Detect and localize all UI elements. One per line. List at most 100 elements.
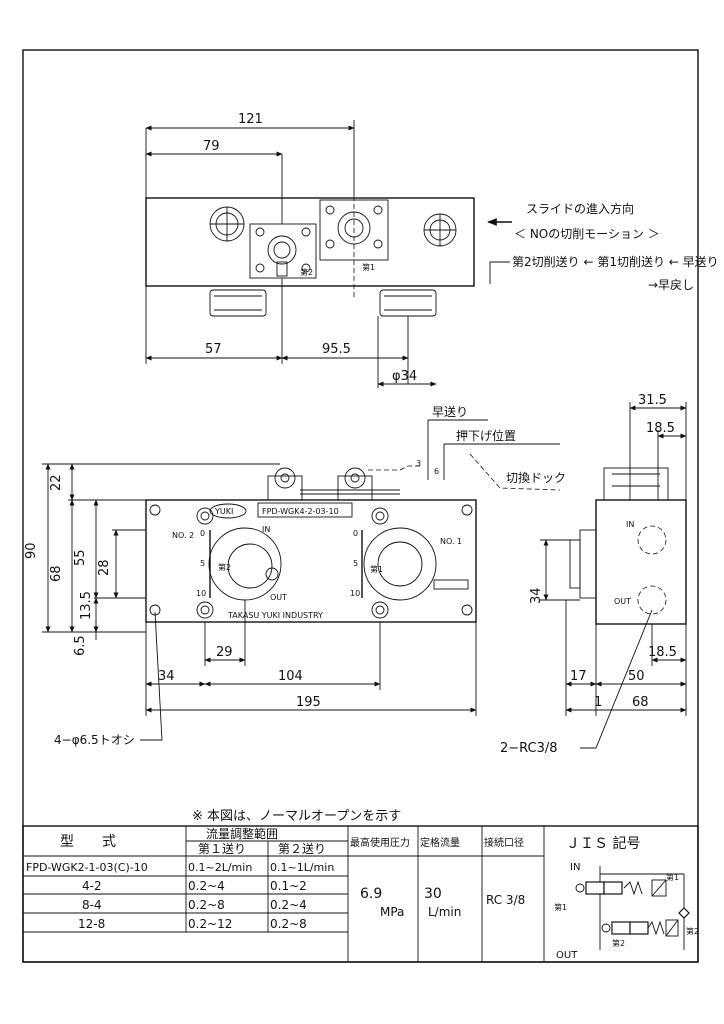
dial2-mark: 第2 (218, 562, 231, 572)
callout-dim-3: 3 (416, 459, 421, 468)
dial2-scale-10: 10 (196, 589, 206, 598)
dim-195: 195 (296, 695, 321, 710)
hdr-rated: 定格流量 (420, 836, 460, 849)
row4-feed1: 0.2~12 (188, 917, 232, 931)
side-dim-50: 50 (628, 669, 645, 684)
note-line3: 第2切削送り ← 第1切削送り ← 早送り (512, 254, 719, 269)
top-mark-no2: 第2 (300, 267, 313, 277)
side-dim-18-5b: 18.5 (648, 645, 677, 660)
side-out-label: OUT (614, 597, 631, 606)
note-line1: スライドの進入方向 (526, 201, 634, 216)
side-dim-34: 34 (529, 587, 544, 604)
callout-dim-6: 6 (434, 467, 439, 476)
row3-feed2: 0.2~4 (270, 898, 307, 912)
side-dim-1: 1 (594, 695, 602, 710)
jis-second-b: 第2 (686, 926, 699, 936)
dim-13-5: 13.5 (79, 591, 94, 620)
side-view: IN OUT 31.5 18.5 34 18.5 17 50 1 68 2−RC… (500, 393, 687, 756)
dim-95-5: 95.5 (322, 342, 351, 357)
side-body (595, 499, 687, 625)
side-dim-18-5a: 18.5 (646, 421, 675, 436)
dial1-mark: 第1 (370, 564, 383, 574)
dim-57: 57 (205, 342, 222, 357)
row1-feed1: 0.1~2L/min (188, 861, 252, 874)
port-note: 2−RC3/8 (500, 741, 558, 756)
hdr-port: 接続口径 (484, 836, 524, 849)
jis-out: OUT (556, 950, 578, 961)
dim-104: 104 (278, 669, 303, 684)
hdr-jis: ＪＩＳ 記号 (566, 835, 640, 852)
top-mark-no1: 第1 (362, 262, 375, 272)
jis-first-b: 第1 (554, 902, 567, 912)
dim-79: 79 (203, 139, 220, 154)
dim-34: 34 (158, 669, 175, 684)
dial2-scale-0: 0 (200, 529, 205, 538)
label-no1: NO. 1 (440, 537, 462, 546)
row4-model: 12-8 (78, 917, 105, 931)
row2-feed2: 0.1~2 (270, 879, 307, 893)
nameplate-text: FPD-WGK4-2-03-10 (262, 507, 339, 516)
front-view: FPD-WGK4-2-03-10 YUKI NO. 2 IN OUT 第2 0 … (24, 404, 566, 747)
hdr-feed1: 第１送り (198, 841, 246, 856)
dim-121: 121 (238, 112, 263, 127)
dim-28: 28 (97, 559, 112, 576)
callout-rapid: 早送り (432, 404, 468, 419)
side-dim-31-5: 31.5 (638, 393, 667, 408)
front-in-label: IN (262, 525, 270, 534)
spec-table: ※ 本図は、ノーマルオープンを示す 型 式 流量調整範囲 第１送り 第２送り 最… (22, 809, 699, 963)
pressure-unit: MPa (380, 905, 404, 919)
table-note: ※ 本図は、ノーマルオープンを示す (192, 809, 401, 824)
dim-6-5: 6.5 (73, 635, 88, 656)
hdr-feed2: 第２送り (278, 841, 326, 856)
jis-second-a: 第2 (612, 938, 625, 948)
rated-value: 30 (424, 886, 442, 902)
dim-22: 22 (49, 474, 64, 491)
jis-first-a: 第1 (666, 872, 679, 882)
dim-90: 90 (24, 542, 39, 559)
slide-direction-note: スライドの進入方向 ＜ NOの切削モーション ＞ 第2切削送り ← 第1切削送り… (487, 201, 719, 292)
row1-feed2: 0.1~1L/min (270, 861, 334, 874)
drawing-border (22, 49, 699, 963)
dial1-scale-0: 0 (353, 529, 358, 538)
side-in-label: IN (626, 520, 634, 529)
dim-68: 68 (49, 565, 64, 582)
top-view: 第2 第1 121 79 57 95.5 φ34 (145, 112, 475, 388)
hdr-model: 型 式 (60, 834, 116, 850)
nameplate (257, 502, 353, 518)
top-body (145, 197, 475, 287)
callout-dog: 切換ドック (506, 471, 566, 485)
top-knob-2 (209, 289, 267, 317)
hdr-pressure: 最高使用圧力 (350, 836, 410, 849)
row3-model: 8-4 (82, 898, 102, 912)
jis-symbol: IN OUT 第1 第1 第2 第2 (554, 862, 699, 961)
dim-55: 55 (73, 549, 88, 566)
callout-push-position: 押下げ位置 (456, 428, 516, 443)
side-dim-17: 17 (570, 669, 587, 684)
port-value: RC 3/8 (486, 893, 525, 907)
note-line2: ＜ NOの切削モーション ＞ (514, 227, 660, 241)
jis-in: IN (570, 862, 580, 873)
row2-model: 4-2 (82, 879, 102, 893)
front-body (145, 499, 477, 623)
row4-feed2: 0.2~8 (270, 917, 307, 931)
dim-29: 29 (216, 645, 233, 660)
row1-model: FPD-WGK2-1-03(C)-10 (26, 861, 148, 874)
dial-1 (363, 527, 437, 601)
pressure-value: 6.9 (360, 886, 382, 902)
hdr-flow: 流量調整範囲 (206, 826, 278, 841)
dial2-scale-5: 5 (200, 559, 205, 568)
top-knob-1 (379, 289, 437, 317)
maker-name: TAKASU YUKI INDUSTRY (227, 611, 323, 620)
rated-unit: L/min (428, 905, 461, 919)
dial1-scale-10: 10 (350, 589, 360, 598)
row2-feed1: 0.2~4 (188, 879, 225, 893)
front-out-label: OUT (270, 593, 287, 602)
top-block-2 (249, 223, 317, 279)
row3-feed1: 0.2~8 (188, 898, 225, 912)
dial1-scale-5: 5 (353, 559, 358, 568)
dim-phi34: φ34 (392, 369, 417, 384)
hole-note: 4−φ6.5トオシ (54, 733, 135, 747)
brand-logo-text: YUKI (214, 507, 233, 516)
note-line4: →早戻し (648, 278, 694, 292)
